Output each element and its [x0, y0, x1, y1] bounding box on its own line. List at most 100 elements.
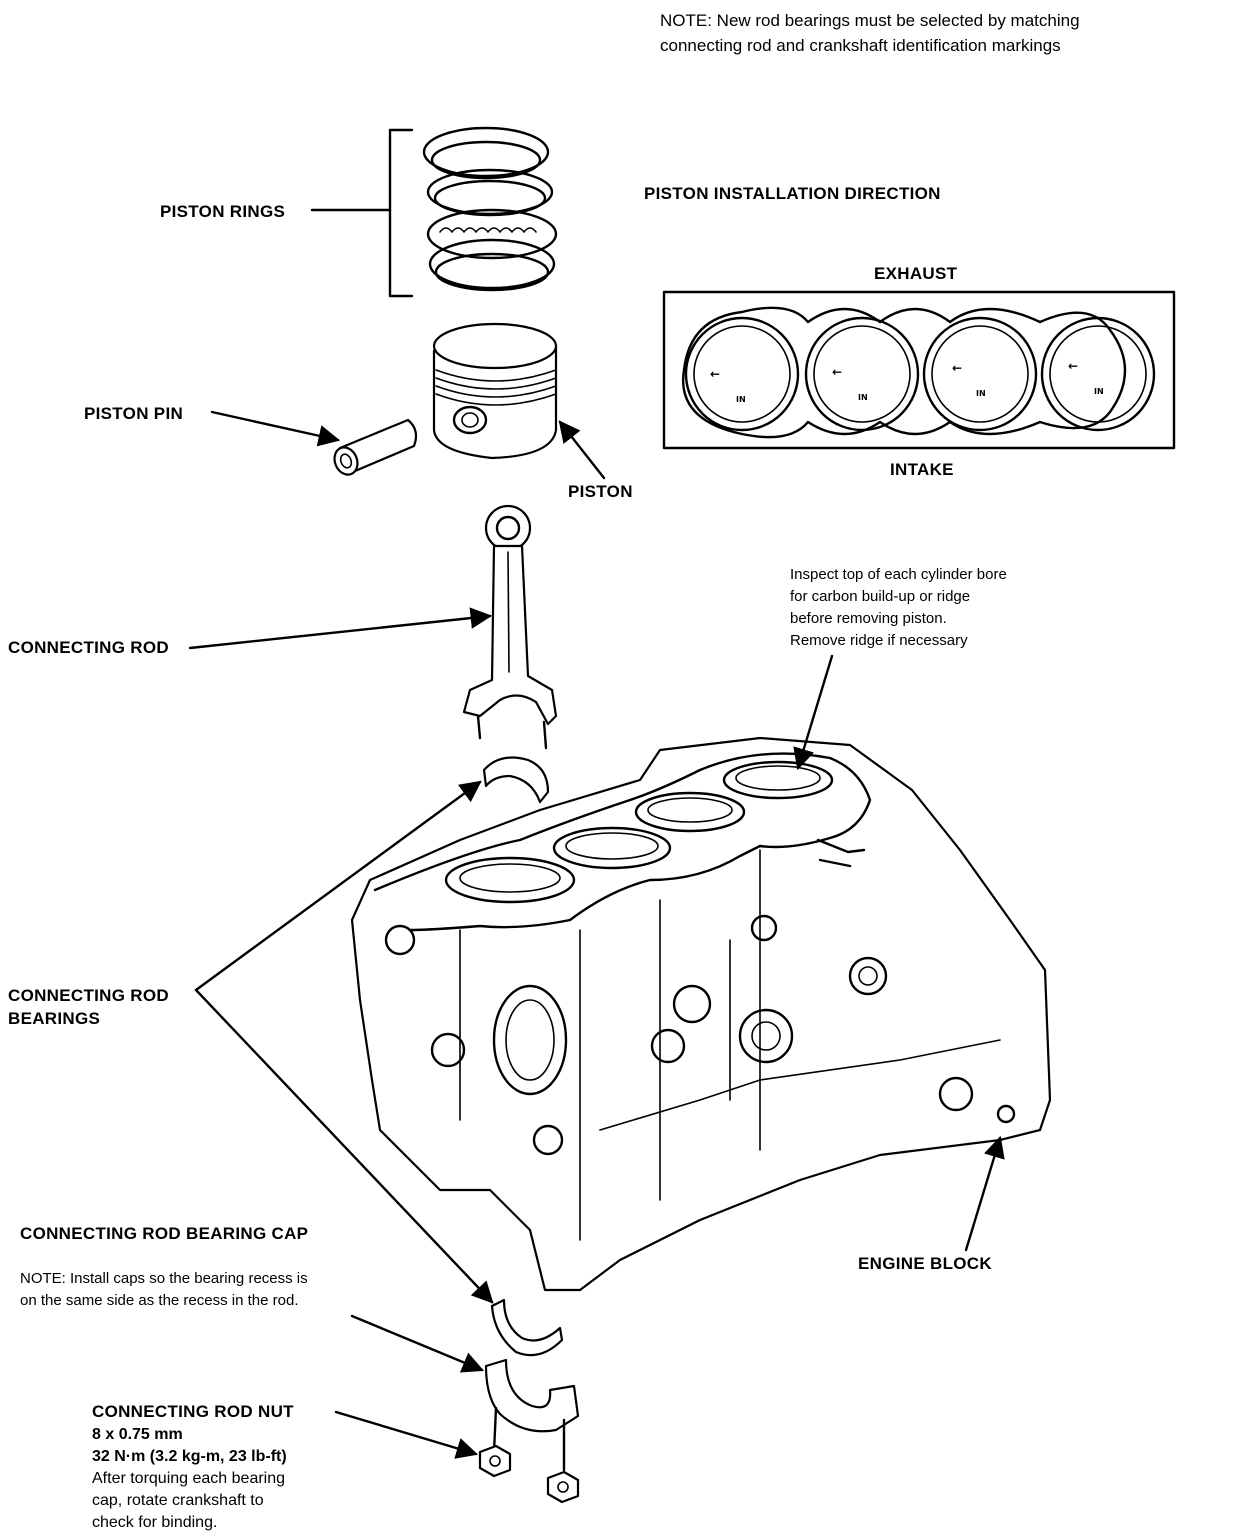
block-cylinder-3-inner	[647, 797, 733, 823]
cap-note: NOTE: Install caps so the bearing recess…	[20, 1268, 308, 1312]
connecting-rod-leader	[188, 607, 493, 650]
piston-skirt	[432, 346, 558, 460]
bore-1-arrow: ←	[710, 367, 720, 381]
piston-pin-hole	[339, 453, 353, 469]
rod-bearings-leaders	[194, 780, 494, 1304]
rod-nuts	[334, 1410, 580, 1504]
bore-4-in: IN	[1094, 387, 1104, 396]
piston-pin-body	[338, 418, 418, 476]
bore-2-arrow: ←	[832, 365, 842, 379]
piston-pin-bore	[461, 412, 479, 428]
rod-small-end-bore	[495, 515, 521, 541]
block-cylinder-1-inner	[459, 863, 561, 893]
rod-nut-label: CONNECTING ROD NUT	[92, 1402, 294, 1421]
block-sensor-port	[672, 984, 712, 1024]
upper-rod-bearing	[482, 756, 550, 804]
block-outline	[350, 736, 1052, 1292]
bearing-cap	[350, 1314, 580, 1472]
top-note-line-2: connecting rod and crankshaft identifica…	[660, 36, 1061, 55]
piston-pin-boss	[452, 405, 488, 435]
block-boss-left-2	[430, 1032, 466, 1068]
block-boss-bottom	[532, 1124, 564, 1156]
bearing-cap-bolts	[492, 1406, 566, 1472]
block-cylinder-2	[552, 826, 672, 870]
connecting-rod-label: CONNECTING ROD	[8, 638, 169, 657]
cylinder-bore-4-inner	[1049, 325, 1147, 423]
block-port-2	[650, 1028, 686, 1064]
piston-pin	[210, 410, 418, 476]
block-mount-boss-hole	[858, 966, 878, 986]
direction-box	[662, 290, 1176, 450]
bearing-cap-label: CONNECTING ROD BEARING CAP	[20, 1224, 309, 1243]
installation-direction-title: PISTON INSTALLATION DIRECTION	[644, 184, 941, 203]
rod-bearings-leader-upper	[194, 780, 482, 992]
bearing-cap-note-leader	[350, 1314, 484, 1373]
rod-bolts	[476, 714, 548, 750]
inspect-note-leader	[793, 654, 834, 771]
block-cylinder-4	[722, 760, 834, 800]
rod-nut-1	[478, 1444, 512, 1478]
inspect-note-line-2: for carbon build-up or ridge	[790, 588, 971, 605]
piston	[432, 322, 606, 480]
cylinder-bore-1-inner	[693, 325, 791, 423]
engine-block	[350, 736, 1052, 1292]
installation-direction-diagram: ← IN ← IN ← IN ← IN	[662, 290, 1176, 450]
bore-3-in: IN	[976, 389, 986, 398]
engine-block-label: ENGINE BLOCK	[858, 1254, 992, 1273]
block-cylinder-2-inner	[565, 832, 659, 860]
connecting-rod-bearings-label: CONNECTING ROD BEARINGS	[8, 984, 169, 1030]
connecting-rod-bearings-line-1: CONNECTING ROD	[8, 986, 169, 1005]
rod-nut-2	[546, 1470, 580, 1504]
piston-ring-oil-lower	[428, 238, 556, 290]
piston-crown	[432, 322, 558, 370]
top-note: NOTE: New rod bearings must be selected …	[660, 8, 1080, 58]
rod-nut-2-hole	[557, 1481, 569, 1493]
nut-spec-line-2: cap, rotate crankshaft to	[92, 1492, 264, 1509]
block-cylinder-1	[444, 856, 576, 904]
rod-bearings-leader-lower	[194, 988, 494, 1304]
piston-rings-bracket	[388, 128, 414, 298]
nut-torque: 32 N·m (3.2 kg-m, 23 lb-ft)	[92, 1448, 287, 1465]
exhaust-label: EXHAUST	[874, 264, 958, 283]
rod-small-end	[484, 504, 532, 552]
piston-label: PISTON	[568, 482, 633, 501]
piston-pin-end	[333, 446, 359, 476]
intake-label: INTAKE	[890, 460, 954, 479]
block-crank-bore	[492, 984, 568, 1096]
block-mount-boss	[848, 956, 888, 996]
block-crank-bore-inner	[505, 999, 555, 1081]
piston-ring-top-inner	[430, 140, 542, 180]
piston-pin-leader	[210, 410, 341, 447]
nut-size: 8 x 0.75 mm	[92, 1426, 183, 1443]
inspect-note-line-1: Inspect top of each cylinder bore	[790, 566, 1007, 583]
cylinder-bore-4	[1040, 316, 1156, 432]
nut-spec: 8 x 0.75 mm 32 N·m (3.2 kg-m, 23 lb-ft) …	[92, 1424, 287, 1534]
block-water-outlet	[738, 1008, 794, 1064]
piston-rings	[310, 126, 558, 298]
engine-block-leader	[964, 1135, 1005, 1252]
block-cylinder-3	[634, 791, 746, 833]
cap-note-line-1: NOTE: Install caps so the bearing recess…	[20, 1270, 308, 1287]
piston-ring-grooves	[435, 369, 557, 406]
bore-2-in: IN	[858, 393, 868, 402]
bearing-cap-body	[484, 1358, 580, 1433]
connecting-rod	[188, 504, 558, 750]
block-cylinder-4-inner	[735, 765, 821, 791]
piston-ring-oil-upper	[426, 208, 558, 260]
block-stud	[750, 914, 778, 942]
nut-spec-line-3: check for binding.	[92, 1514, 218, 1531]
piston-pin-label: PISTON PIN	[84, 404, 184, 423]
rod-nut-1-hole	[489, 1455, 501, 1467]
cylinder-bore-3	[922, 316, 1038, 432]
piston-ring-top	[422, 126, 550, 178]
rod-beam	[462, 544, 558, 726]
piston-rings-label: PISTON RINGS	[160, 202, 286, 221]
cylinder-bore-3-inner	[931, 325, 1029, 423]
block-deck	[373, 752, 872, 932]
nut-spec-line-1: After torquing each bearing	[92, 1470, 286, 1487]
inspect-note: Inspect top of each cylinder bore for ca…	[790, 564, 1007, 652]
block-water-outlet-inner	[751, 1021, 781, 1051]
bore-1-in: IN	[736, 395, 746, 404]
top-note-line-1: NOTE: New rod bearings must be selected …	[660, 11, 1080, 30]
cylinder-bore-1	[684, 316, 800, 432]
